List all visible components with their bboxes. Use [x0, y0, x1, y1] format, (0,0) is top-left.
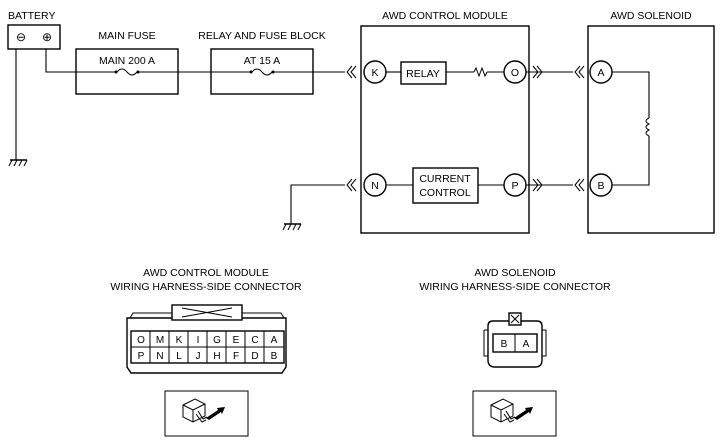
current-control-line2: CONTROL	[419, 187, 470, 199]
pin-g: G	[213, 335, 221, 346]
solenoid-box	[587, 25, 715, 234]
awd-control-module: AWD CONTROL MODULE K RELAY O N CURRENT C…	[360, 10, 530, 234]
battery: BATTERY ⊖ ⊕	[7, 10, 61, 50]
fuse-icon	[76, 68, 178, 76]
terminal-o-label: O	[511, 67, 519, 79]
connector-chevron-icon	[346, 178, 357, 192]
pin-f: F	[233, 351, 239, 362]
pin-l: L	[176, 351, 182, 362]
main-fuse: MAIN FUSE MAIN 200 A	[75, 30, 179, 95]
pin-o: O	[137, 335, 145, 346]
pin-n: N	[156, 351, 163, 362]
control-module-title: AWD CONTROL MODULE	[382, 10, 508, 22]
resistor-icon	[473, 66, 488, 78]
awd-solenoid: AWD SOLENOID A B	[587, 10, 715, 234]
connector-view-direction-icon	[164, 390, 249, 437]
main-fuse-rating: MAIN 200 A	[99, 55, 155, 67]
battery-positive-wire	[45, 49, 76, 73]
battery-label: BATTERY	[8, 10, 55, 22]
pin-a: A	[271, 335, 278, 346]
pin-a: A	[523, 339, 530, 350]
pin-p: P	[138, 351, 145, 362]
pin-i: I	[197, 335, 200, 346]
pin-e: E	[233, 335, 240, 346]
solenoid-wire-bottom	[612, 136, 650, 186]
pin-d: D	[251, 351, 258, 362]
terminal-a-label: A	[597, 67, 604, 79]
fuse-icon	[211, 68, 313, 76]
module-ground-wire	[290, 184, 345, 224]
pin-k: K	[176, 335, 183, 346]
relay-box	[400, 61, 447, 85]
solenoid-wire-top	[612, 71, 650, 118]
terminal-n-label: N	[371, 180, 379, 192]
coil-icon	[645, 117, 651, 137]
terminal-p-label: P	[511, 180, 518, 192]
ground-icon	[282, 223, 302, 231]
relay-fuse-block-title: RELAY AND FUSE BLOCK	[198, 30, 325, 42]
solenoid-connector-title-2: WIRING HARNESS-SIDE CONNECTOR	[419, 281, 611, 293]
pin-b: B	[501, 339, 508, 350]
battery-negative-icon: ⊖	[16, 30, 26, 44]
pin-b: B	[271, 351, 278, 362]
ground-icon	[8, 159, 28, 167]
battery-body	[7, 24, 61, 50]
terminal-k-label: K	[371, 67, 378, 79]
module-connector-title-1: AWD CONTROL MODULE	[143, 267, 269, 279]
main-fuse-title: MAIN FUSE	[98, 30, 155, 42]
terminal-b-label: B	[597, 180, 604, 192]
pin-j: J	[196, 351, 201, 362]
relay-fuse-block-rating: AT 15 A	[244, 55, 280, 67]
connector-chevron-icon	[574, 65, 585, 192]
module-connector-title-2: WIRING HARNESS-SIDE CONNECTOR	[110, 281, 302, 293]
pin-h: H	[213, 351, 220, 362]
relay-and-fuse-block: RELAY AND FUSE BLOCK AT 15 A	[198, 30, 326, 95]
pin-c: C	[251, 335, 258, 346]
solenoid-title: AWD SOLENOID	[610, 10, 692, 22]
pin-m: M	[156, 335, 164, 346]
solenoid-connector-view: AWD SOLENOID WIRING HARNESS-SIDE CONNECT…	[419, 267, 611, 368]
connector-chevron-icon	[346, 65, 357, 79]
battery-positive-icon: ⊕	[42, 30, 52, 44]
solenoid-connector-title-1: AWD SOLENOID	[474, 267, 556, 279]
relay-label: RELAY	[406, 68, 440, 80]
current-control-line1: CURRENT	[419, 173, 471, 185]
connector-chevron-icon	[532, 65, 543, 192]
connector-view-direction-icon	[472, 390, 557, 437]
current-control-box	[412, 167, 479, 204]
module-connector-view: AWD CONTROL MODULE WIRING HARNESS-SIDE C…	[110, 267, 302, 374]
